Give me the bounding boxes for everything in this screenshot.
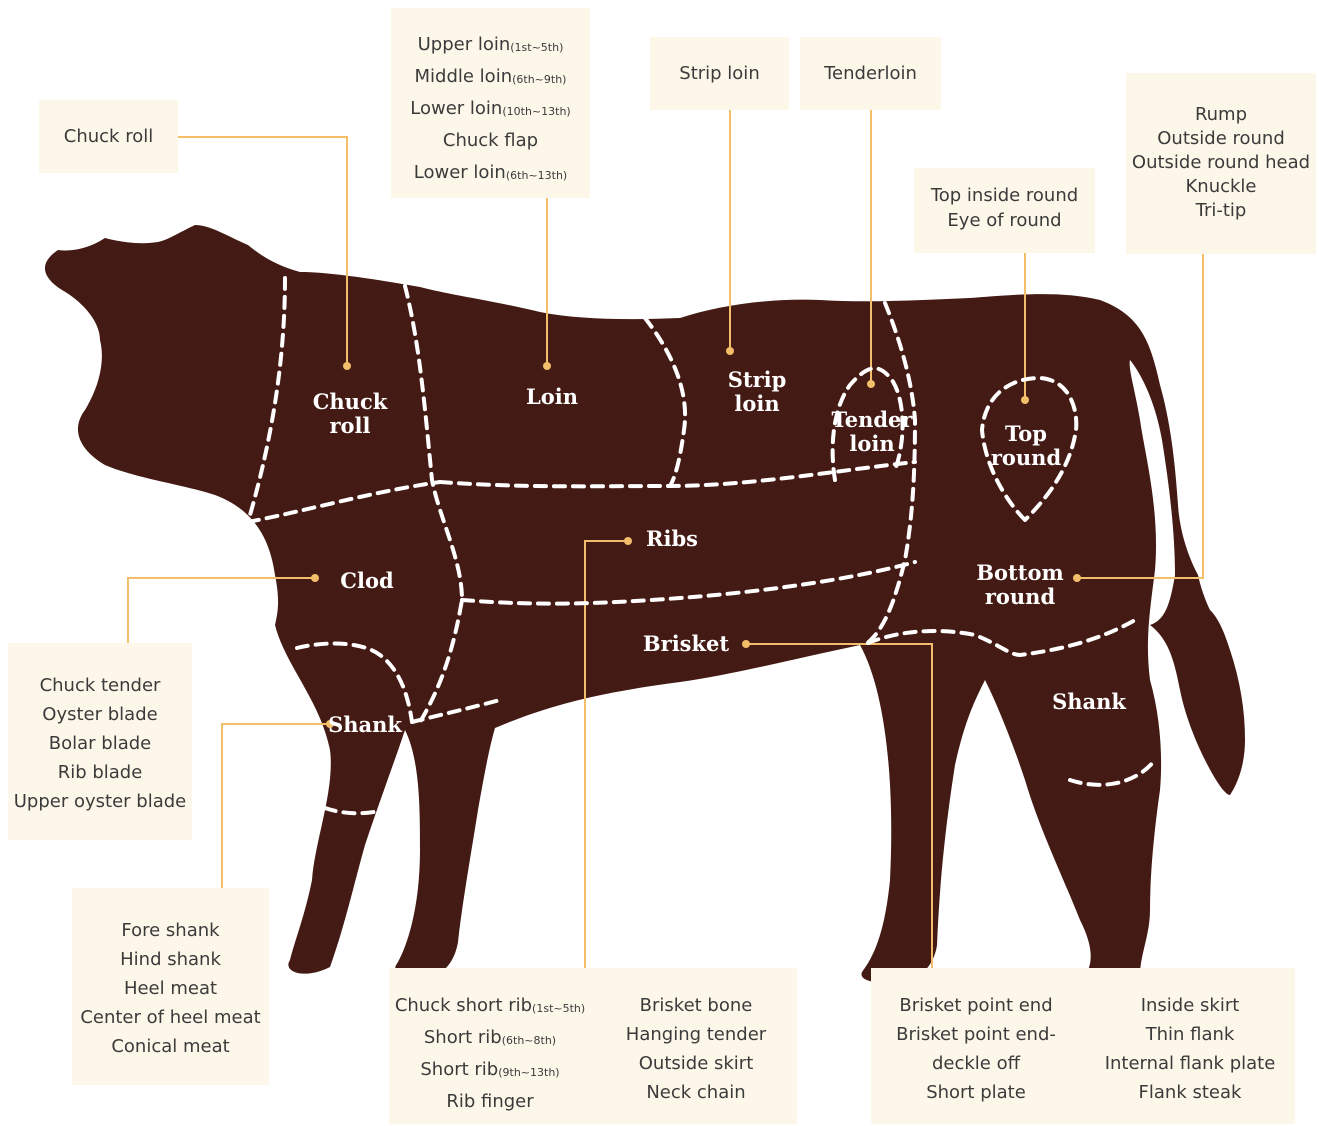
ribs-left-column: Chuck short rib(1st~5th) Short rib(6th~8…	[389, 968, 591, 1119]
box-line: Brisket point end-	[871, 1020, 1081, 1049]
label-shank-hind: Shank	[1042, 690, 1136, 714]
box-line: Fore shank	[72, 916, 269, 945]
box-line: Lower loin(6th~13th)	[391, 158, 590, 190]
box-line: Strip loin	[650, 59, 789, 88]
box-line-text: Short rib	[424, 1027, 502, 1048]
label-top-round: Top round	[980, 422, 1072, 470]
box-line: Outside round head	[1126, 151, 1316, 175]
box-line: Thin flank	[1085, 1020, 1295, 1049]
box-line-sub: (6th~8th)	[502, 1034, 556, 1047]
box-line: Chuck short rib(1st~5th)	[389, 991, 591, 1023]
box-line: Upper loin(1st~5th)	[391, 30, 590, 62]
box-line: Short rib(9th~13th)	[389, 1055, 591, 1087]
box-line-text: Short rib	[420, 1059, 498, 1080]
box-line: Eye of round	[914, 208, 1095, 233]
box-line-text: Lower loin	[414, 162, 506, 183]
label-ribs: Ribs	[627, 527, 717, 551]
box-line: Neck chain	[595, 1078, 797, 1107]
brisket-right-column: Inside skirt Thin flank Internal flank p…	[1085, 968, 1295, 1107]
box-line: Heel meat	[72, 974, 269, 1003]
box-line: Center of heel meat	[72, 1003, 269, 1032]
box-brisket: Brisket point end Brisket point end- dec…	[871, 968, 1295, 1124]
box-shank: Fore shank Hind shank Heel meat Center o…	[72, 888, 269, 1085]
box-line: Bolar blade	[8, 729, 192, 758]
label-strip-loin: Strip loin	[712, 368, 802, 416]
box-line-text: Upper loin	[418, 34, 511, 55]
box-line-sub: (6th~9th)	[512, 73, 566, 86]
box-chuck-roll: Chuck roll	[39, 100, 178, 173]
box-line: Lower loin(10th~13th)	[391, 94, 590, 126]
box-loin: Upper loin(1st~5th) Middle loin(6th~9th)…	[391, 8, 590, 198]
box-line-text: Rib finger	[446, 1091, 533, 1112]
box-line-text: Chuck flap	[443, 130, 538, 151]
box-line: Inside skirt	[1085, 991, 1295, 1020]
box-line: Oyster blade	[8, 700, 192, 729]
box-line: Brisket point end	[871, 991, 1081, 1020]
box-tenderloin: Tenderloin	[800, 37, 941, 110]
box-line: Brisket bone	[595, 991, 797, 1020]
box-line: Rump	[1126, 103, 1316, 127]
box-line-text: Lower loin	[410, 98, 502, 119]
box-ribs: Chuck short rib(1st~5th) Short rib(6th~8…	[389, 968, 797, 1124]
box-line: Tri-tip	[1126, 199, 1316, 223]
box-line: deckle off	[871, 1049, 1081, 1078]
box-line: Conical meat	[72, 1032, 269, 1061]
box-line: Hind shank	[72, 945, 269, 974]
box-line-sub: (1st~5th)	[510, 41, 563, 54]
box-line: Rib blade	[8, 758, 192, 787]
box-line: Hanging tender	[595, 1020, 797, 1049]
box-line-sub: (9th~13th)	[498, 1066, 559, 1079]
box-line: Upper oyster blade	[8, 787, 192, 816]
label-brisket: Brisket	[636, 632, 736, 656]
label-shank-front: Shank	[320, 713, 410, 737]
box-line: Flank steak	[1085, 1078, 1295, 1107]
box-line: Middle loin(6th~9th)	[391, 62, 590, 94]
box-clod: Chuck tender Oyster blade Bolar blade Ri…	[8, 643, 192, 840]
box-line: Knuckle	[1126, 175, 1316, 199]
box-line: Chuck roll	[39, 122, 178, 151]
box-line: Internal flank plate	[1085, 1049, 1295, 1078]
box-line: Rib finger	[389, 1087, 591, 1119]
box-bottom-round: Rump Outside round Outside round head Kn…	[1126, 73, 1316, 254]
box-line: Chuck flap	[391, 126, 590, 158]
label-tenderloin: Tender loin	[826, 408, 918, 456]
label-clod: Clod	[322, 569, 412, 593]
box-line: Tenderloin	[800, 59, 941, 88]
box-strip-loin: Strip loin	[650, 37, 789, 110]
label-bottom-round: Bottom round	[965, 561, 1075, 609]
box-line-text: Chuck short rib	[395, 995, 532, 1016]
box-line: Short plate	[871, 1078, 1081, 1107]
box-top-round: Top inside round Eye of round	[914, 168, 1095, 253]
label-loin: Loin	[507, 385, 597, 409]
box-line: Outside round	[1126, 127, 1316, 151]
box-line: Short rib(6th~8th)	[389, 1023, 591, 1055]
box-line: Top inside round	[914, 183, 1095, 208]
brisket-left-column: Brisket point end Brisket point end- dec…	[871, 968, 1081, 1107]
box-line-sub: (1st~5th)	[532, 1002, 585, 1015]
box-line-sub: (6th~13th)	[506, 169, 567, 182]
label-chuck-roll: Chuck roll	[302, 390, 398, 438]
box-line-sub: (10th~13th)	[502, 105, 570, 118]
ribs-right-column: Brisket bone Hanging tender Outside skir…	[595, 968, 797, 1107]
box-line: Chuck tender	[8, 671, 192, 700]
box-line: Outside skirt	[595, 1049, 797, 1078]
box-line-text: Middle loin	[415, 66, 513, 87]
